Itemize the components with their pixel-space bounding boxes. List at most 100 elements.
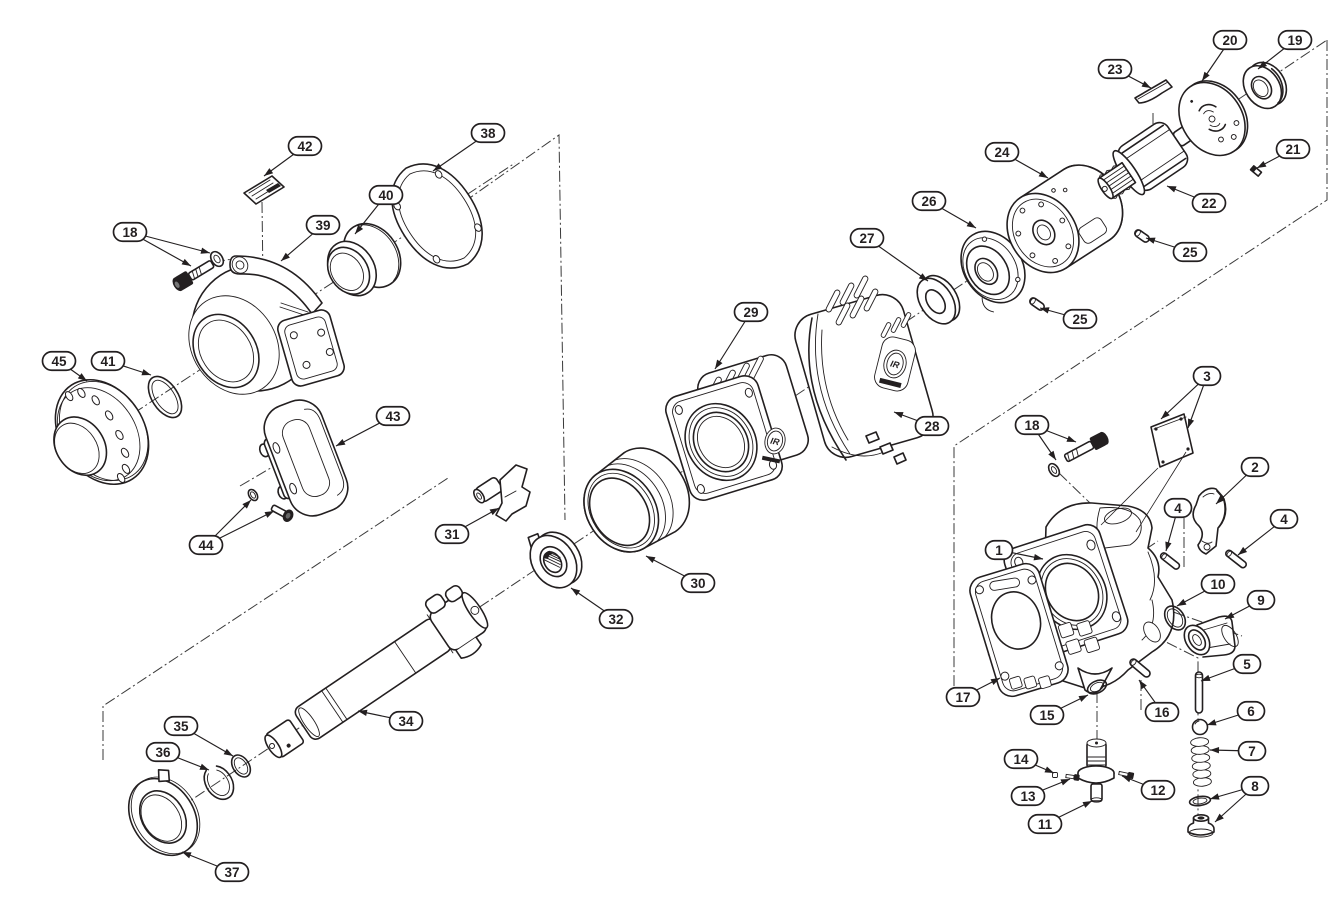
balloon-number: 18 <box>122 225 138 240</box>
balloon-number: 14 <box>1013 752 1029 767</box>
balloon-11: 11 <box>1027 813 1063 835</box>
leader-arrowhead-43 <box>336 438 346 446</box>
leader-arrowhead-14 <box>1044 766 1054 773</box>
balloon-outline <box>598 608 634 630</box>
part-36-retaining-ring <box>203 765 235 801</box>
leader-arrowhead-31 <box>489 508 499 516</box>
balloon-44: 44 <box>188 534 224 556</box>
balloon-number: 25 <box>1182 245 1198 260</box>
balloon-number: 4 <box>1280 512 1288 527</box>
leader-arrowhead-2 <box>1216 495 1225 504</box>
part-18-bolt-right <box>1047 431 1109 478</box>
balloon-outline <box>1144 701 1180 723</box>
balloon-number: 5 <box>1243 657 1251 672</box>
balloon-36: 36 <box>145 741 181 763</box>
part-17-gasket <box>969 562 1069 698</box>
leader-arrowhead-8 <box>1215 813 1224 822</box>
leader-arrowhead-5 <box>1201 674 1211 681</box>
balloon-23: 23 <box>1097 58 1133 80</box>
balloon-outline <box>214 861 250 883</box>
balloon-20: 20 <box>1212 29 1248 51</box>
balloon-number: 42 <box>297 139 312 154</box>
axis-boundary-right <box>953 40 1328 690</box>
part-41-o-ring <box>147 375 183 419</box>
part-38-gasket <box>391 163 483 269</box>
balloon-number: 30 <box>690 576 705 591</box>
balloon-number: 45 <box>51 354 67 369</box>
axis-boundary-left-bottom <box>102 477 449 760</box>
leader-arrowhead-17 <box>990 678 1000 685</box>
balloon-number: 18 <box>1024 418 1040 433</box>
leader-arrowhead-11 <box>1082 801 1092 808</box>
balloon-3: 3 <box>1192 365 1222 387</box>
part-3-valve-plate <box>1150 413 1194 468</box>
part-37-thrust-ring <box>127 768 201 857</box>
part-9-inlet-bushing <box>1183 615 1239 658</box>
balloon-number: 6 <box>1247 704 1255 719</box>
balloon-38: 38 <box>470 122 506 144</box>
part-8-washer-and-seat <box>1187 795 1215 838</box>
leader-arrowhead-36 <box>199 763 209 770</box>
balloon-18a: 18 <box>112 221 148 243</box>
balloon-45: 45 <box>41 350 77 372</box>
balloon-outline <box>1029 704 1065 726</box>
balloon-35: 35 <box>163 715 199 737</box>
balloon-outline <box>914 415 950 437</box>
leader-arrowhead-6 <box>1207 719 1217 726</box>
leader-arrowhead-37 <box>182 852 192 859</box>
ir-logo-text: IR <box>769 436 780 448</box>
balloon-number: 13 <box>1020 789 1036 804</box>
leader-arrowhead-40 <box>355 224 364 234</box>
balloon-outline <box>112 221 148 243</box>
balloon-19: 19 <box>1277 29 1313 51</box>
balloon-outline <box>470 122 506 144</box>
part-40-cylinder-bushing <box>326 222 402 297</box>
part-18-bolt-left <box>172 250 225 292</box>
balloon-4a: 4 <box>1163 497 1193 519</box>
projection-lines <box>1100 451 1187 533</box>
balloon-number: 11 <box>1038 817 1053 832</box>
balloon-outline <box>1014 414 1050 436</box>
balloon-number: 36 <box>155 745 171 760</box>
balloon-outline <box>1277 29 1313 51</box>
balloon-number: 9 <box>1257 593 1265 608</box>
balloon-18b: 18 <box>1014 414 1050 436</box>
leader-arrowhead-39 <box>281 252 290 261</box>
balloon-32: 32 <box>598 608 634 630</box>
balloon-outline <box>1275 138 1311 160</box>
part-23-vane <box>1134 79 1173 104</box>
leader-arrowhead-3 <box>1188 418 1195 428</box>
part-35-o-ring <box>230 754 252 778</box>
balloon-number: 23 <box>1107 62 1123 77</box>
part-25-pin-top <box>1134 229 1150 243</box>
balloon-outline <box>733 301 769 323</box>
balloon-number: 7 <box>1248 744 1256 759</box>
balloon-outline <box>1232 653 1262 675</box>
part-43-side-handle <box>258 399 349 517</box>
balloon-number: 24 <box>994 145 1010 160</box>
balloon-outline <box>1163 497 1193 519</box>
balloon-number: 41 <box>100 354 116 369</box>
balloon-outline <box>1240 456 1270 478</box>
balloon-number: 35 <box>173 719 189 734</box>
leader-arrowhead-22 <box>1167 186 1177 193</box>
part-26-bearing-retainer <box>960 230 1026 313</box>
leader-arrowhead-23 <box>1141 80 1151 88</box>
part-20-end-plate <box>1178 80 1249 157</box>
balloon-number: 10 <box>1210 577 1225 592</box>
leader-arrowhead-38 <box>433 163 443 171</box>
balloon-42: 42 <box>287 135 323 157</box>
balloon-outline <box>287 135 323 157</box>
balloon-outline <box>911 190 947 212</box>
balloon-outline <box>1269 508 1299 530</box>
leader-arrowhead-16 <box>1139 680 1147 690</box>
balloon-15: 15 <box>1029 704 1065 726</box>
balloon-6: 6 <box>1236 700 1266 722</box>
balloon-number: 12 <box>1150 783 1165 798</box>
balloon-31: 31 <box>434 523 470 545</box>
part-21-pin <box>1249 165 1263 177</box>
balloon-outline <box>1236 700 1266 722</box>
part-14-pin <box>1052 772 1058 778</box>
part-39-hammer-case <box>188 255 345 395</box>
